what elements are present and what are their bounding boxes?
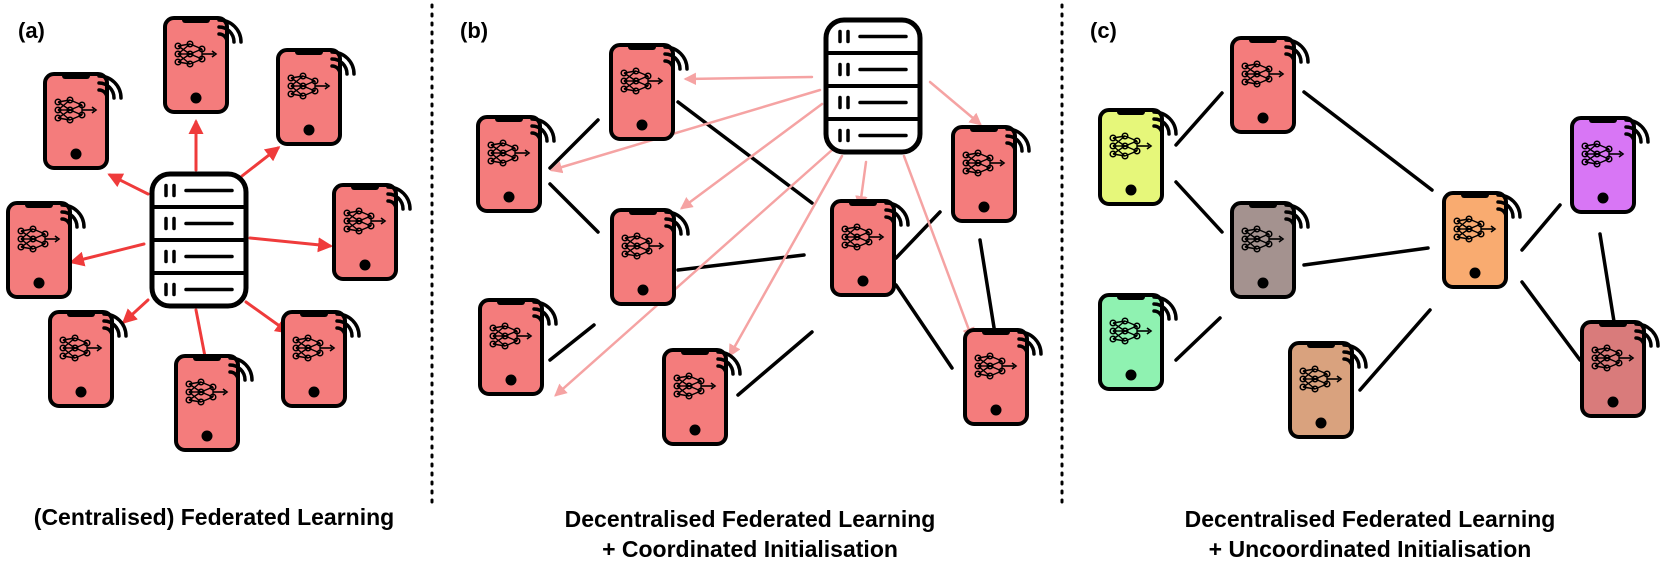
phone-icon [1098,293,1178,391]
wifi-icon [1634,322,1660,348]
wifi-icon [1017,330,1043,356]
wifi-icon [1496,193,1522,219]
neural-net-icon [1299,365,1343,393]
panel-c-caption-line1: Decentralised Federated Learning [1185,506,1556,532]
wifi-icon [60,203,86,229]
panel-b-caption-line2: + Coordinated Initialisation [602,536,898,562]
neural-net-icon [17,225,61,253]
phone-icon [609,43,689,141]
phone-icon [610,208,690,306]
neural-net-icon [287,72,331,100]
neural-net-icon [1109,132,1153,160]
panel-c-caption-line2: + Uncoordinated Initialisation [1209,536,1532,562]
wifi-icon [884,201,910,227]
neural-net-icon [620,67,664,95]
phone-icon [1230,201,1310,299]
phone-icon [1098,108,1178,206]
phone-icon [1442,191,1522,289]
wifi-icon [1284,203,1310,229]
neural-net-icon [292,334,336,362]
wifi-icon [716,350,742,376]
wifi-icon [386,185,412,211]
neural-net-icon [174,40,218,68]
phone-icon [951,125,1031,223]
panel-b-broadcast-arrows [549,72,982,397]
wifi-icon [1152,295,1178,321]
neural-net-icon [1591,344,1635,372]
wifi-icon [335,312,361,338]
phone-icon [478,298,558,396]
wifi-icon [1342,343,1368,369]
phone-icon [1230,36,1310,134]
phone-icon [6,201,86,299]
panel-b-label: (b) [460,18,488,43]
wifi-icon [228,356,254,382]
wifi-icon [532,300,558,326]
server-icon [149,171,249,309]
neural-net-icon [974,352,1018,380]
wifi-icon [530,117,556,143]
wifi-icon [102,312,128,338]
neural-net-icon [487,139,531,167]
neural-net-icon [962,149,1006,177]
neural-net-icon [1453,215,1497,243]
phone-icon [1288,341,1368,439]
phone-icon [163,16,243,114]
neural-net-icon [343,207,387,235]
neural-net-icon [621,232,665,260]
wifi-icon [1152,110,1178,136]
phones-layer [6,16,1660,452]
neural-net-icon [1581,140,1625,168]
phone-icon [174,354,254,452]
wifi-icon [1284,38,1310,64]
phone-icon [830,199,910,297]
panel-a-caption: (Centralised) Federated Learning [34,504,394,530]
phone-icon [332,183,412,281]
neural-net-icon [1241,225,1285,253]
phone-icon [276,48,356,146]
neural-net-icon [59,334,103,362]
phone-icon [662,348,742,446]
panel-a-label: (a) [18,18,45,43]
neural-net-icon [1109,317,1153,345]
wifi-icon [97,74,123,100]
panel-c-edges [1174,90,1618,392]
neural-net-icon [489,322,533,350]
neural-net-icon [673,372,717,400]
phone-icon [476,115,556,213]
phone-icon [1580,320,1660,418]
neural-net-icon [54,96,98,124]
wifi-icon [1005,127,1031,153]
phone-icon [1570,116,1650,214]
wifi-icon [1624,118,1650,144]
phone-icon [963,328,1043,426]
phone-icon [43,72,123,170]
wifi-icon [217,18,243,44]
wifi-icon [330,50,356,76]
server-icon [823,17,923,155]
panel-c-label: (c) [1090,18,1117,43]
panel-b-caption-line1: Decentralised Federated Learning [565,506,936,532]
wifi-icon [664,210,690,236]
wifi-icon [663,45,689,71]
neural-net-icon [185,378,229,406]
neural-net-icon [1241,60,1285,88]
panel-a-arrows [69,119,333,375]
phone-icon [281,310,361,408]
phone-icon [48,310,128,408]
neural-net-icon [841,223,885,251]
